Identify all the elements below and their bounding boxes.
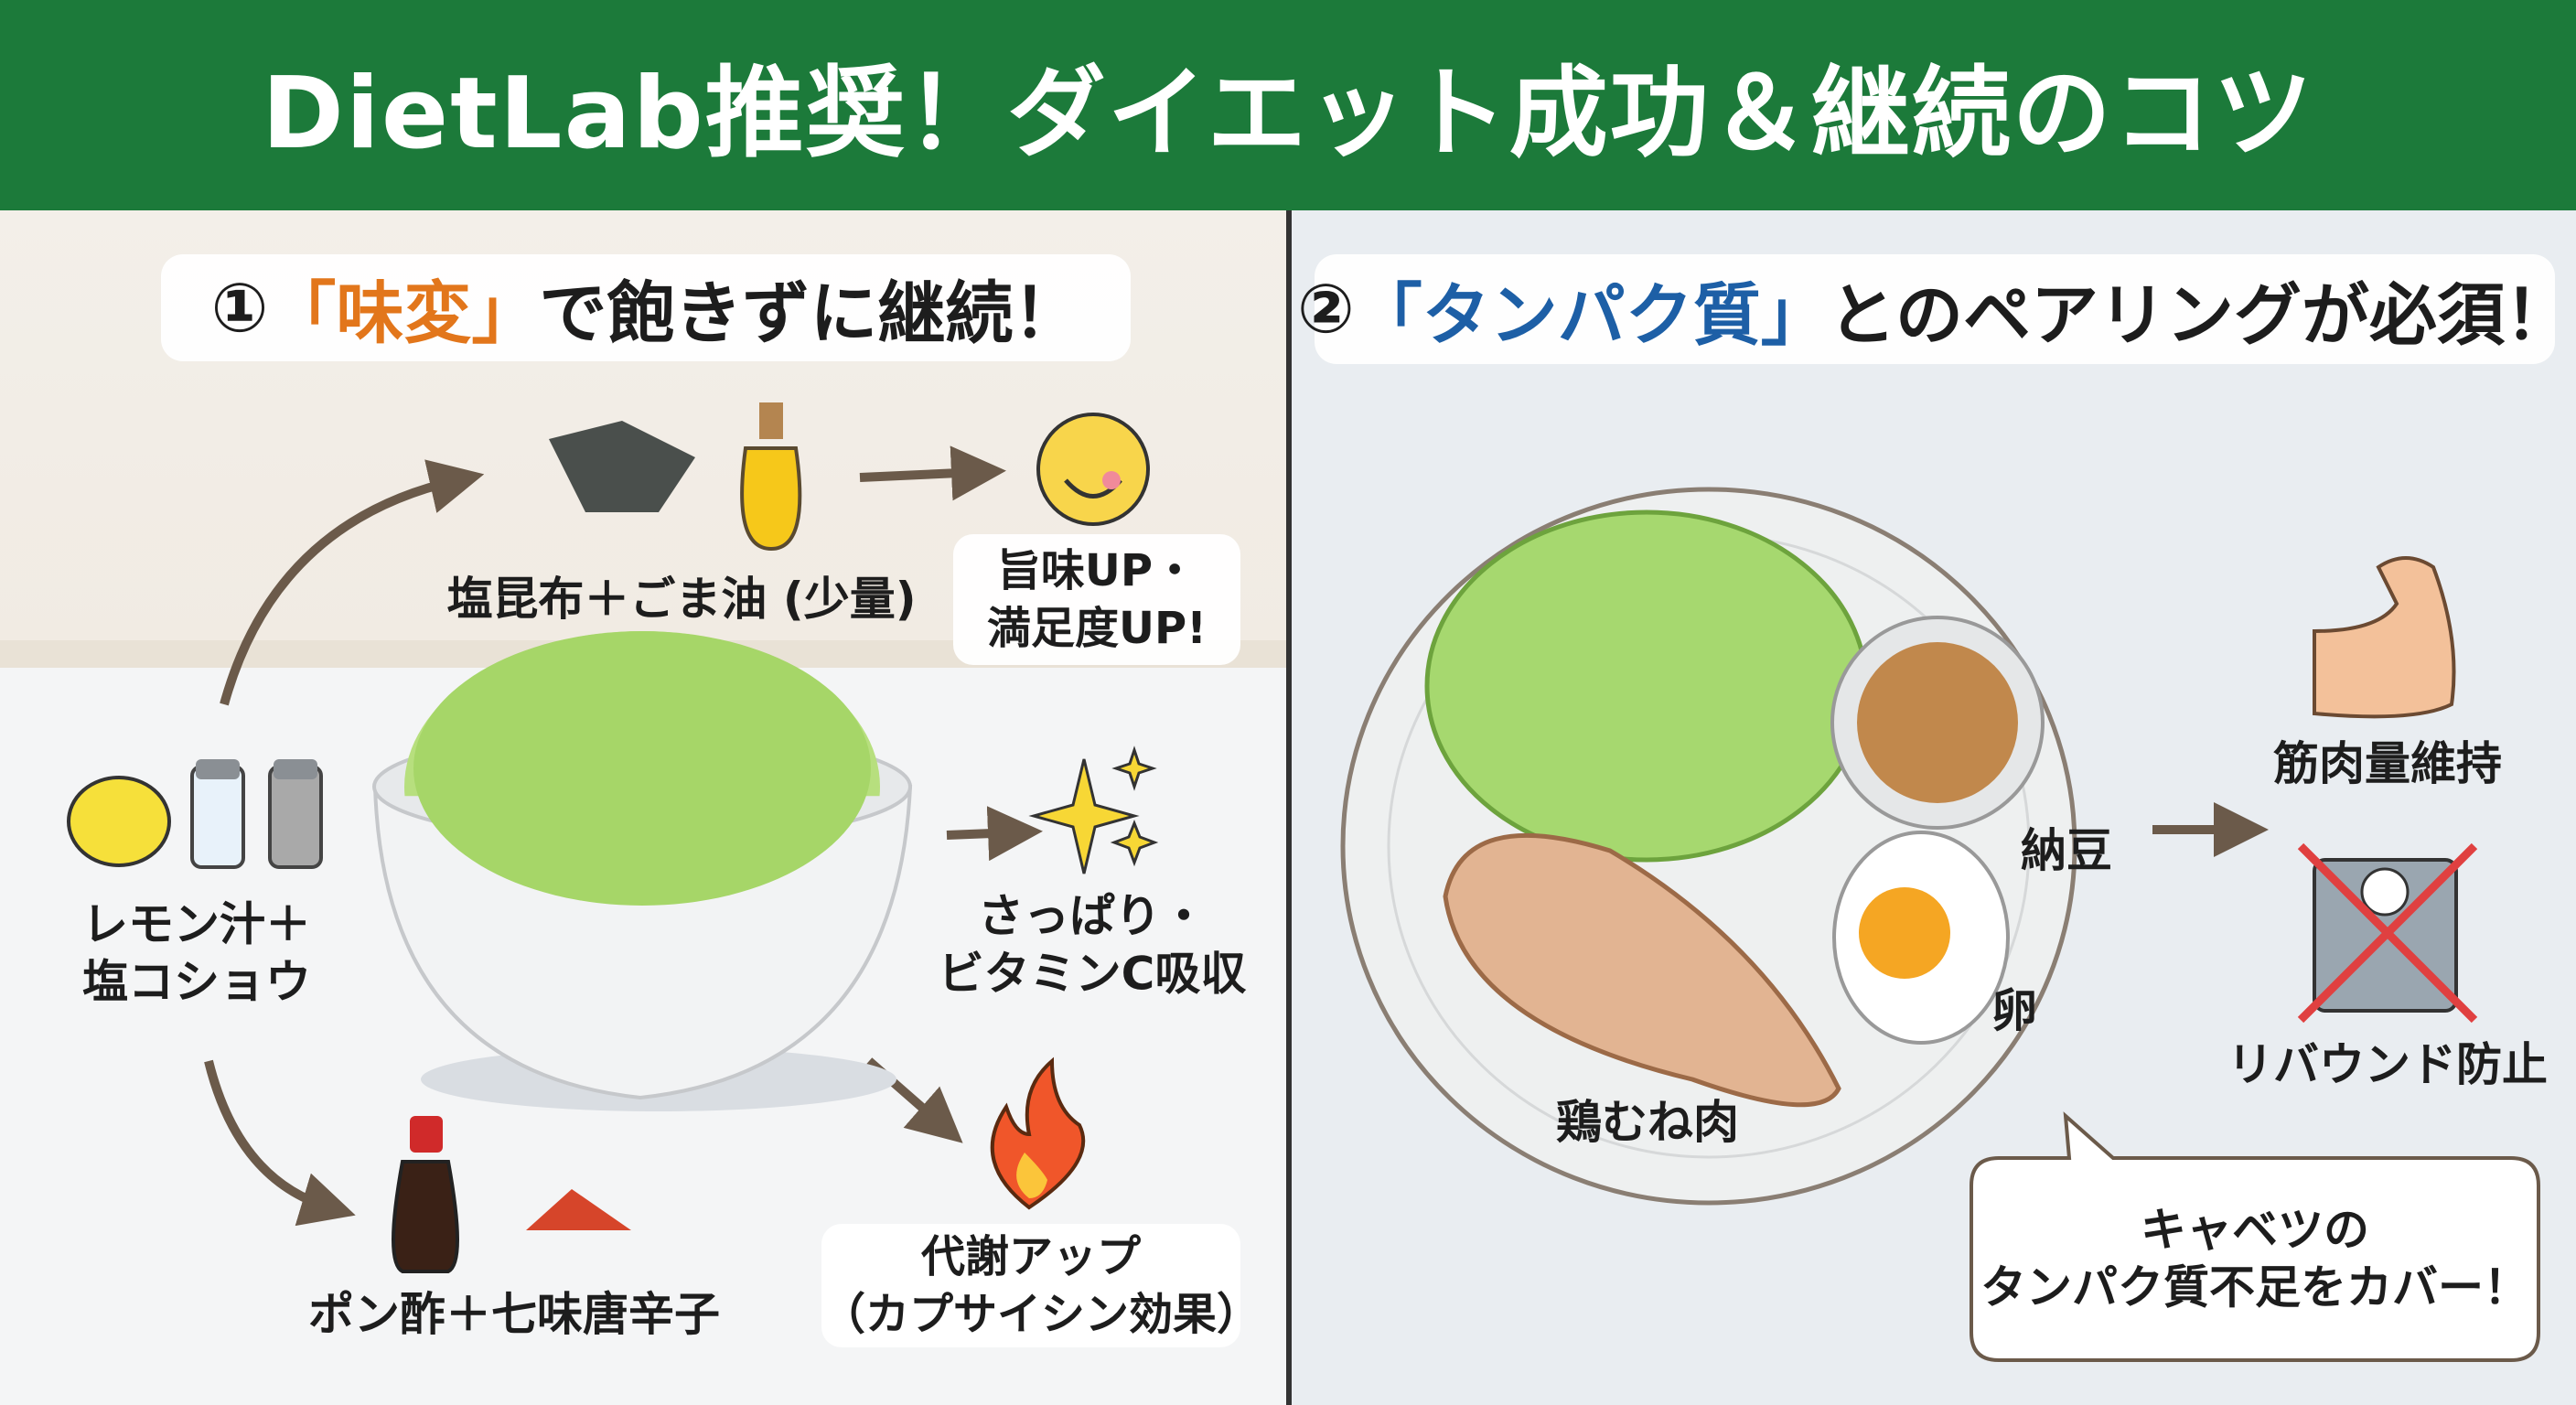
pepper-shaker-icon [268, 759, 323, 869]
panel-divider [1286, 210, 1292, 1405]
arrow-to-kelp [220, 459, 485, 706]
section1-highlight: 「味変」 [268, 274, 540, 353]
bubble-line: タンパク質不足をカバー！ [1980, 1260, 2529, 1314]
section2-title: とのペアリングが必須！ [1828, 275, 2572, 355]
natto-label: 納豆 [2021, 823, 2112, 877]
cabbage-leaves [1424, 509, 1869, 863]
label-line: 塩コショウ [82, 955, 311, 1008]
sparkle-icon [1028, 745, 1159, 874]
arrow-to-sparkle [946, 806, 1043, 862]
ponzu-bottle-icon [392, 1116, 459, 1273]
section1-heading: ① 「味変」 で飽きずに継続！ [161, 254, 1131, 361]
chicken-label: 鶏むね肉 [1556, 1095, 1739, 1149]
section2-number: ② [1297, 270, 1355, 349]
effect-line: 旨味UP・ [996, 545, 1197, 597]
ponzu-chili-label: ポン酢＋七味唐辛子 [308, 1287, 720, 1341]
chicken-breast [1443, 832, 1841, 1108]
chili-powder-icon [526, 1189, 631, 1230]
refreshing-effect: さっぱり・ ビタミンC吸収 [939, 888, 1247, 1003]
boiled-egg [1832, 831, 2010, 1045]
salt-shaker-icon [190, 759, 245, 869]
natto-bowl [1830, 616, 2045, 830]
umami-effect-box: 旨味UP・ 満足度UP! [953, 534, 1240, 665]
page-title: DietLab推奨！ダイエット成功＆継続のコツ [262, 57, 2314, 171]
egg-label: 卵 [1991, 983, 2037, 1037]
cabbage-bowl [372, 631, 913, 1111]
label-line: レモン汁＋ [82, 897, 311, 951]
bubble-line: キャベツの [2141, 1203, 2369, 1257]
bubble-text: キャベツの タンパク質不足をカバー！ [1980, 1202, 2529, 1316]
speech-bubble [1970, 1111, 2540, 1362]
metabolism-effect-box: 代謝アップ （カプサイシン効果） [821, 1224, 1261, 1347]
fire-icon [990, 1056, 1086, 1210]
arrow-to-smile [859, 445, 1006, 501]
effect-line: ビタミンC吸収 [938, 947, 1247, 1000]
kelp-sesame-label: 塩昆布＋ごま油 (少量) [446, 572, 917, 626]
lemon-salt-label: レモン汁＋ 塩コショウ [82, 896, 311, 1011]
kelp-icon [549, 421, 695, 512]
muscle-benefit-label: 筋肉量維持 [2273, 736, 2502, 790]
effect-line: 代謝アップ [920, 1231, 1141, 1283]
arrow-to-ponzu [204, 1059, 356, 1227]
lemon-icon [67, 776, 171, 867]
rebound-benefit-label: リバウンド防止 [2227, 1037, 2548, 1091]
flexed-arm-icon [2313, 556, 2456, 719]
section2-heading: ② 「タンパク質」 とのペアリングが必須！ [1297, 254, 2572, 364]
effect-line: （カプサイシン効果） [821, 1288, 1261, 1340]
crossed-scale-icon [2297, 842, 2478, 1024]
smiley-face-icon [1036, 413, 1150, 526]
section1-number: ① [210, 268, 269, 348]
section1-title: で飽きずに継続！ [539, 274, 1081, 353]
sesame-oil-bottle-icon [740, 402, 802, 552]
header-banner: DietLab推奨！ダイエット成功＆継続のコツ [0, 0, 2576, 210]
effect-line: 満足度UP! [986, 602, 1208, 654]
effect-line: さっぱり・ [977, 889, 1207, 943]
section2-highlight: 「タンパク質」 [1354, 275, 1829, 355]
